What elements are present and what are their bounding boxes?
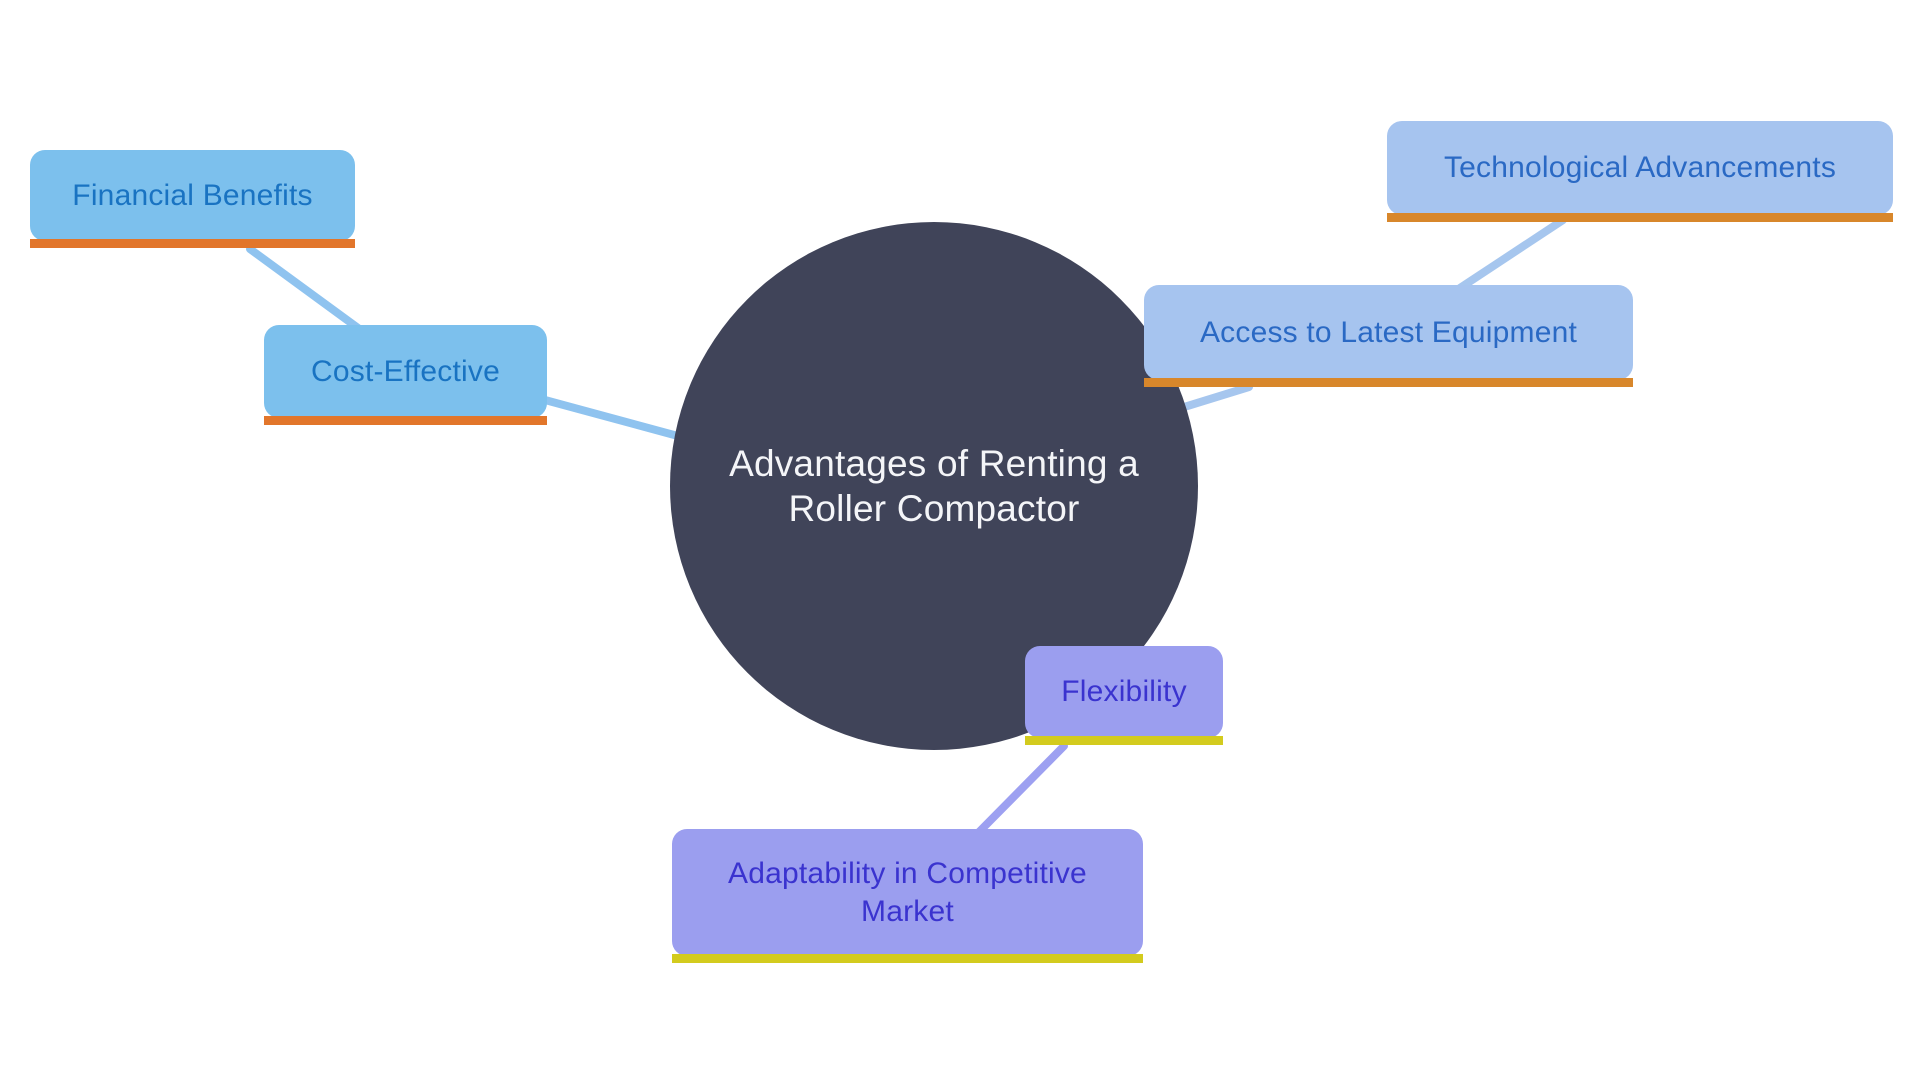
node-card: Flexibility (1025, 646, 1223, 738)
connector-flexibility-to-adaptability (975, 742, 1068, 836)
node-cost-effective[interactable]: Cost-Effective (264, 325, 547, 425)
node-card: Adaptability in Competitive Market (672, 829, 1143, 956)
node-label: Cost-Effective (311, 354, 500, 388)
node-label: Adaptability in Competitive Market (728, 857, 1087, 928)
node-card: Access to Latest Equipment (1144, 285, 1633, 380)
node-label: Flexibility (1061, 675, 1187, 709)
node-access-to-latest-equipment[interactable]: Access to Latest Equipment (1144, 285, 1633, 387)
node-card: Financial Benefits (30, 150, 355, 241)
node-underline-bar (672, 954, 1143, 963)
node-flexibility[interactable]: Flexibility (1025, 646, 1223, 745)
connector-financial-to-cost (246, 245, 362, 332)
node-label: Technological Advancements (1443, 151, 1837, 185)
center-node-advantages[interactable]: Advantages of Renting a Roller Compactor (670, 222, 1198, 750)
node-card: Technological Advancements (1387, 121, 1893, 215)
node-adaptability-in-competitive-market[interactable]: Adaptability in Competitive Market (672, 829, 1143, 963)
node-underline-bar (1144, 378, 1633, 387)
node-financial-benefits[interactable]: Financial Benefits (30, 150, 355, 248)
connector-tech-to-access (1456, 216, 1567, 292)
center-node-label: Advantages of Renting a Roller Compactor (729, 442, 1139, 529)
node-label: Financial Benefits (72, 178, 313, 212)
node-label: Access to Latest Equipment (1199, 315, 1578, 349)
node-technological-advancements[interactable]: Technological Advancements (1387, 121, 1893, 222)
node-underline-bar (1387, 213, 1893, 222)
node-underline-bar (30, 239, 355, 248)
node-card: Cost-Effective (264, 325, 547, 418)
node-underline-bar (264, 416, 547, 425)
node-underline-bar (1025, 736, 1223, 745)
